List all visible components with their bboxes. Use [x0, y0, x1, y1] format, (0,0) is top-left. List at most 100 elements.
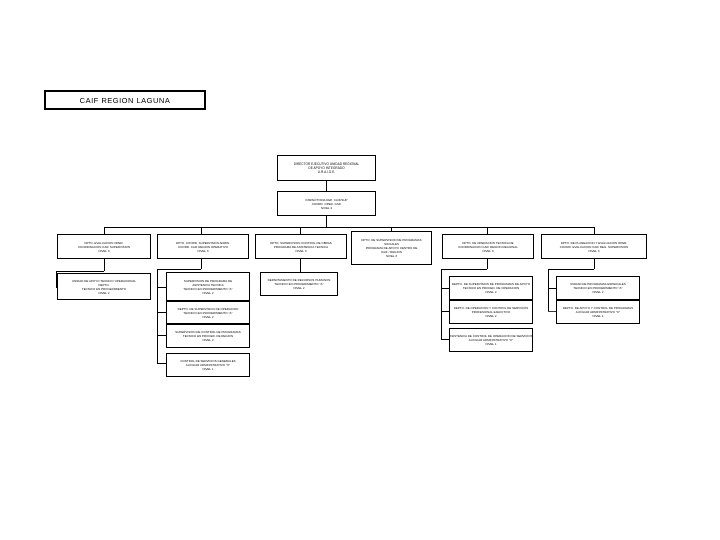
- node-col5[interactable]: DPTO. DE OPERACION TECNICA DE COORDINACI…: [442, 234, 534, 259]
- connector-drop-col4: [391, 227, 393, 234]
- node-col5-child2-line-1: PROFESIONAL EJECUTIVO: [471, 309, 511, 315]
- node-col2-child1-line-3: NIVEL 2: [202, 290, 214, 295]
- node-col3[interactable]: DPTO. SUPERVISION CONTROL DE OBRAS PROGR…: [255, 234, 347, 259]
- connector-col5-down: [487, 259, 489, 269]
- node-col1[interactable]: DPTO. EVALUACION OPER. COORDINACION CAIF…: [57, 234, 151, 259]
- node-col5-child2-line-0: DEPTO. DE OPERACION Y CONTROL DE SERVICI…: [453, 305, 529, 311]
- connector-drop-col6: [594, 227, 596, 234]
- node-col6-child1[interactable]: UNIDAD DE PROGRAMAS ESPECIALES TECNICO E…: [556, 276, 640, 300]
- connector-col5-stub-3: [441, 339, 449, 341]
- node-subroot-line-2: NIVEL 4: [320, 205, 332, 210]
- chart-title-box: CAIF REGION LAGUNA: [44, 90, 206, 110]
- node-col5-child1[interactable]: DEPTO. DE SUPERVISION DE PROGRAMAS DE AP…: [449, 276, 533, 300]
- node-col1-line-2: NIVEL 3: [98, 248, 110, 253]
- node-col2-child1-line-1: ASISTENCIA TECNICA: [192, 282, 224, 287]
- connector-root-to-subroot: [326, 181, 328, 191]
- connector-drop-col5: [487, 227, 489, 234]
- node-col4-line-0: DPTO. DE SUPERVISION DE PROGRAMAS: [361, 237, 422, 243]
- node-col2-child4[interactable]: CONTROL DE SERVICIOS GENERALES AUXILIAR …: [166, 353, 250, 377]
- node-col5-child1-line-0: DEPTO. DE SUPERVISION DE PROGRAMAS DE AP…: [451, 281, 531, 287]
- node-col6-line-0: DPTO. DE PLANEACION Y EVALUACION OPER.: [560, 240, 628, 245]
- node-col2-line-0: DPTO. COORD. SUPERVISION ADMIN.: [176, 240, 230, 245]
- node-col4-line-1: SOCIALES: [384, 241, 399, 247]
- node-col2-child2[interactable]: DEPTO. DE SUPERVISION DE OPERACION TECNI…: [166, 301, 250, 324]
- node-col1-child1-line-2: TECNICO EN PROCEDIMIENTO: [81, 286, 127, 291]
- connector-col6-spine: [548, 269, 550, 311]
- node-col6-child1-line-2: NIVEL 2: [592, 289, 604, 295]
- node-col5-line-1: COORDINACION CAIF REGION REGIONAL: [458, 244, 518, 249]
- node-col2-line-2: NIVEL 3: [197, 248, 209, 253]
- node-col2-child1-line-0: SUPERVISION DE PROGRAMA DE: [183, 278, 233, 283]
- connector-drop-col1: [104, 227, 106, 234]
- node-col3-child1[interactable]: DEPARTAMENTO DE RECURSOS HUMANOS TECNICO…: [260, 272, 338, 296]
- node-col6-line-2: NIVEL 3: [588, 248, 600, 253]
- node-subroot[interactable]: INSPECTORIA DEP. CAIF/SUP COORD. OPER. C…: [277, 191, 376, 216]
- node-col3-child1-line-2: NIVEL 2: [293, 285, 305, 291]
- connector-level3-bus: [104, 227, 594, 229]
- node-col1-line-1: COORDINACION CAIF SUPERVISION: [77, 244, 131, 249]
- node-col3-line-1: PROGRAMA DE ASISTENCIA TECNICA: [273, 244, 329, 249]
- node-col5-child1-line-2: NIVEL 2: [485, 289, 497, 295]
- connector-col5-spine: [441, 269, 443, 339]
- node-root-line-1: DE APOYO INTEGRADO: [308, 165, 345, 170]
- node-col6-child2-line-0: DEPTO. DE APOYO Y CONTROL DE PROGRAMAS: [562, 305, 634, 311]
- node-col3-line-2: NIVEL 3: [295, 248, 307, 253]
- connector-col6-stub-1: [548, 288, 556, 290]
- connector-drop-col2: [201, 227, 203, 234]
- node-col3-child1-line-1: TECNICO EN PROCEDIMIENTO "A": [274, 281, 324, 287]
- node-col6-child1-line-1: TECNICO EN PROCEDIMIENTO "A": [573, 285, 623, 291]
- connector-col2-down: [201, 259, 203, 269]
- node-col4-line-2: PROGRAMA DE APOYO CENTRO DE: [365, 245, 418, 251]
- node-col5-line-2: NIVEL 3: [482, 248, 494, 253]
- node-col5-child3[interactable]: ASISTENCIA DE CONTROL DE OPERACION DE SE…: [449, 328, 533, 352]
- node-col2-child3-line-0: SUPERVISION DE CONTROL DE PROGRAMAS: [175, 329, 241, 335]
- node-col1-child1[interactable]: UNIDAD DE APOYO TECNICO OPERACIONAL DEPT…: [57, 273, 151, 300]
- node-col2-child2-line-2: NIVEL 2: [202, 314, 214, 319]
- connector-col1-top: [56, 271, 104, 273]
- node-col6-line-1: COORD. EVALUACION CAIF REG. SUPERVISION: [559, 244, 629, 249]
- node-root-line-2: U.R.A.I.D.E.: [317, 170, 336, 175]
- connector-col2-stub-4: [157, 363, 166, 365]
- node-col2-child3-line-1: TECNICO EN PROCED. DE REGION: [182, 333, 234, 339]
- node-col2-child1-line-2: TECNICO EN PROCEDIMIENTO "A": [183, 286, 233, 291]
- connector-col2-stub-1: [157, 287, 166, 289]
- node-subroot-line-0: INSPECTORIA DEP. CAIF/SUP: [305, 197, 348, 202]
- node-col5-child3-line-1: AUXILIAR ADMINISTRATIVO "C": [468, 337, 514, 343]
- node-col3-child1-line-0: DEPARTAMENTO DE RECURSOS HUMANOS: [267, 277, 331, 283]
- connector-col2-top: [157, 269, 201, 271]
- node-col4[interactable]: DPTO. DE SUPERVISION DE PROGRAMAS SOCIAL…: [351, 231, 432, 265]
- node-col5-child3-line-2: NIVEL 1: [485, 341, 497, 347]
- node-root-line-0: DIRECTOR EJECUTIVO UNIDAD REGIONAL: [293, 161, 360, 166]
- node-root[interactable]: DIRECTOR EJECUTIVO UNIDAD REGIONAL DE AP…: [277, 155, 376, 181]
- node-col2-child1[interactable]: SUPERVISION DE PROGRAMA DE ASISTENCIA TE…: [166, 272, 250, 301]
- node-col2-child4-line-1: AUXILIAR ADMINISTRATIVO "C": [185, 362, 231, 368]
- node-col1-child1-line-1: DEPTO.: [98, 282, 110, 287]
- connector-col2-spine: [157, 269, 159, 363]
- node-col2-child4-line-0: CONTROL DE SERVICIOS GENERALES: [180, 358, 236, 364]
- node-col2[interactable]: DPTO. COORD. SUPERVISION ADMIN. COORD. C…: [157, 234, 249, 259]
- node-col2-child3-line-2: NIVEL 2: [202, 337, 214, 343]
- node-col6-child2[interactable]: DEPTO. DE APOYO Y CONTROL DE PROGRAMAS A…: [556, 300, 640, 324]
- node-col4-line-4: NIVEL 3: [385, 253, 397, 259]
- node-col2-child3[interactable]: SUPERVISION DE CONTROL DE PROGRAMAS TECN…: [166, 324, 250, 348]
- node-col2-line-1: COORD. CAIF REGION OPERATIVO: [177, 244, 228, 249]
- connector-col6-top: [548, 269, 594, 271]
- connector-drop-col3: [300, 227, 302, 234]
- connector-col5-stub-1: [441, 288, 449, 290]
- node-col5-child2-line-2: NIVEL 2: [485, 313, 497, 319]
- node-col1-child1-line-3: NIVEL 2: [98, 290, 110, 295]
- connector-col1-down: [104, 259, 106, 271]
- node-col6[interactable]: DPTO. DE PLANEACION Y EVALUACION OPER. C…: [541, 234, 647, 259]
- connector-col1-spine: [56, 271, 58, 287]
- connector-col5-top: [441, 269, 487, 271]
- node-col2-child4-line-2: NIVEL 1: [202, 366, 214, 372]
- connector-col3-down: [300, 259, 302, 272]
- node-col5-child2[interactable]: DEPTO. DE OPERACION Y CONTROL DE SERVICI…: [449, 300, 533, 324]
- connector-col2-stub-3: [157, 335, 166, 337]
- node-col1-line-0: DPTO. EVALUACION OPER.: [84, 240, 124, 245]
- node-col5-child3-line-0: ASISTENCIA DE CONTROL DE OPERACION DE SE…: [449, 333, 533, 339]
- node-col1-child1-line-0: UNIDAD DE APOYO TECNICO OPERACIONAL: [71, 278, 137, 283]
- connector-col6-down: [594, 259, 596, 269]
- node-col5-child1-line-1: TECNICO EN PROCED. DE OPERACION: [462, 285, 520, 291]
